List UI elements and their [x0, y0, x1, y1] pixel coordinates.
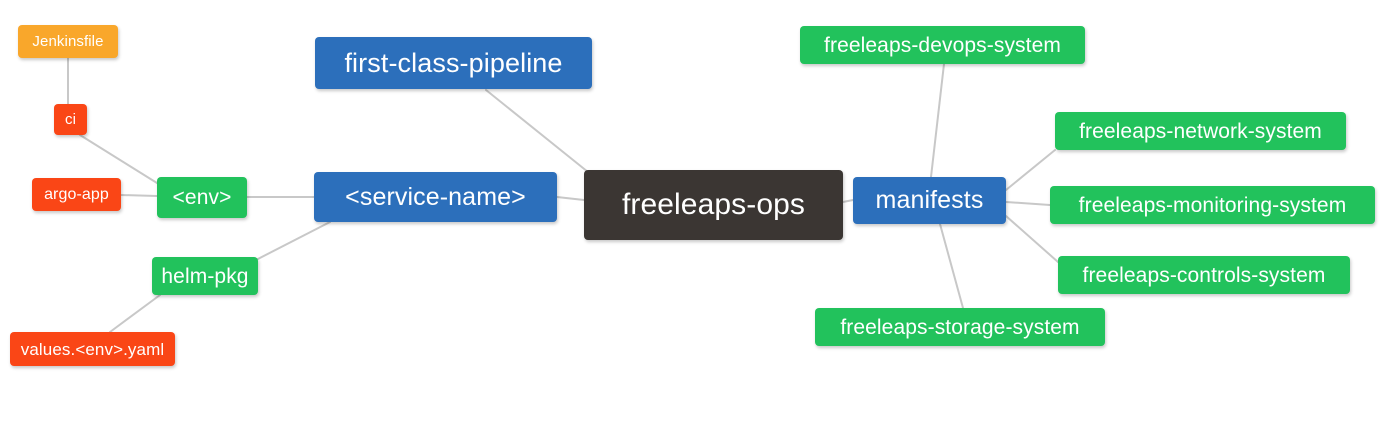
- edge-env-to-argo-app: [120, 194, 158, 197]
- mindmap-node-jenkinsfile[interactable]: Jenkinsfile: [18, 25, 118, 58]
- mindmap-node-freeleaps-storage-system[interactable]: freeleaps-storage-system: [815, 308, 1105, 346]
- mindmap-node-argo-app[interactable]: argo-app: [32, 178, 121, 211]
- edge-manifests-to-freeleaps-network-system: [1005, 149, 1056, 191]
- edge-manifests-to-freeleaps-storage-system: [939, 223, 964, 309]
- edge-freeleaps-ops-to-manifests: [842, 199, 854, 203]
- edge-service-name-to-helm-pkg: [251, 221, 331, 263]
- mindmap-node-freeleaps-ops[interactable]: freeleaps-ops: [584, 170, 843, 240]
- mindmap-node-first-class-pipeline[interactable]: first-class-pipeline: [315, 37, 592, 89]
- mindmap-node-values-env-yaml[interactable]: values.<env>.yaml: [10, 332, 175, 366]
- mindmap-node-freeleaps-controls-system[interactable]: freeleaps-controls-system: [1058, 256, 1350, 294]
- mindmap-node-env[interactable]: <env>: [157, 177, 247, 218]
- mindmap-node-freeleaps-network-system[interactable]: freeleaps-network-system: [1055, 112, 1346, 150]
- mindmap-node-ci[interactable]: ci: [54, 104, 87, 135]
- mindmap-node-manifests[interactable]: manifests: [853, 177, 1006, 224]
- edge-manifests-to-freeleaps-devops-system: [930, 63, 945, 178]
- mindmap-node-helm-pkg[interactable]: helm-pkg: [152, 257, 258, 295]
- edge-freeleaps-ops-to-first-class-pipeline: [485, 89, 589, 173]
- mindmap-node-freeleaps-monitoring-system[interactable]: freeleaps-monitoring-system: [1050, 186, 1375, 224]
- edge-helm-pkg-to-values-env-yaml: [109, 294, 161, 333]
- edge-manifests-to-freeleaps-monitoring-system: [1005, 201, 1051, 206]
- mindmap-node-service-name[interactable]: <service-name>: [314, 172, 557, 222]
- edge-freeleaps-ops-to-service-name: [556, 196, 585, 201]
- edge-manifests-to-freeleaps-controls-system: [1005, 215, 1059, 263]
- mindmap-node-freeleaps-devops-system[interactable]: freeleaps-devops-system: [800, 26, 1085, 64]
